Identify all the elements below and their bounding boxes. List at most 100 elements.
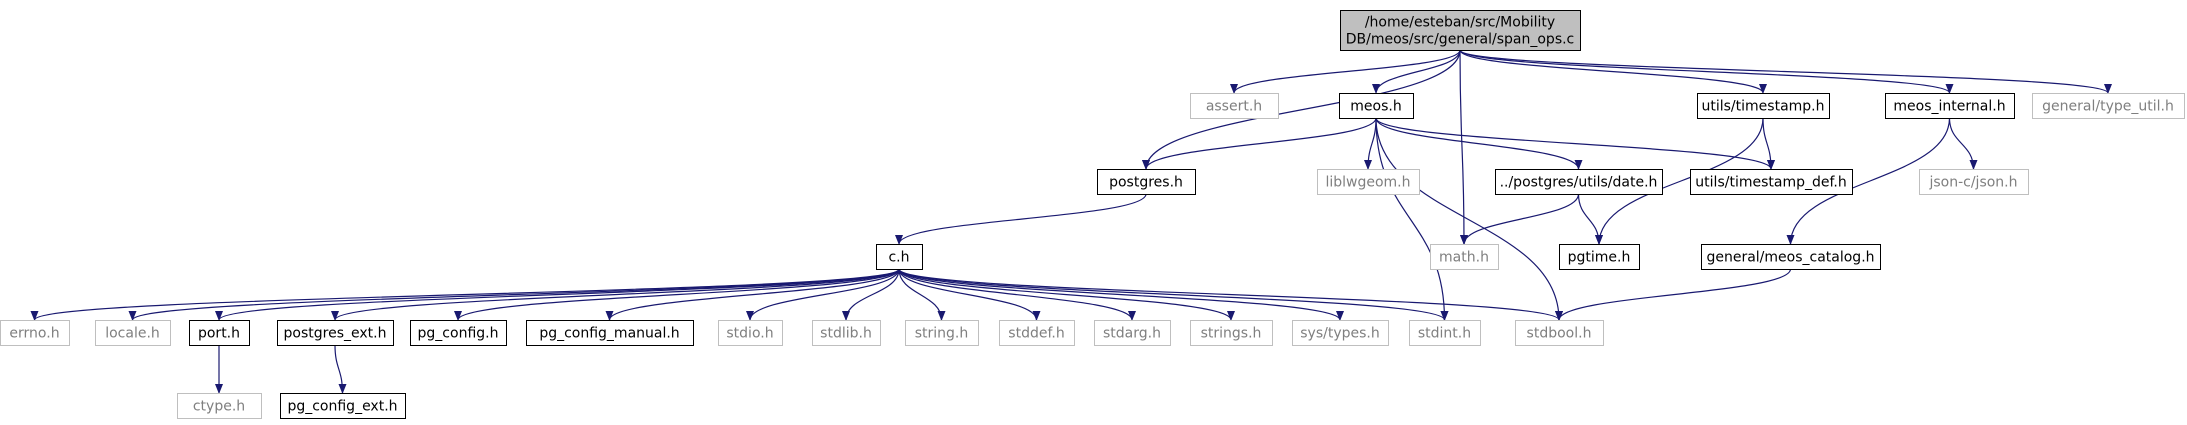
node-meos_h[interactable]: meos.h [1339,93,1414,119]
node-stddef_h: stddef.h [999,320,1075,346]
node-box [280,393,406,419]
node-box [1690,169,1853,195]
edge-meos_h-to-stdbool_h [1375,117,1563,321]
node-label: pgtime.h [1568,250,1631,266]
node-box [1339,93,1414,119]
node-label: stdlib.h [820,326,872,342]
node-box [1495,169,1663,195]
node-box [718,320,783,346]
node-strings_h: strings.h [1190,320,1273,346]
node-box [1697,93,1830,119]
edge-root-to-meos_h [1372,49,1461,94]
edge-general_meos_catalog_h-to-stdbool_h [1555,268,1792,321]
node-assert_h: assert.h [1190,93,1279,119]
node-box [277,320,394,346]
node-box [1317,169,1420,195]
edge-postgres_ext_h-to-pg_config_ext_h [334,344,347,394]
node-box [1430,244,1499,270]
edge-postgres_utils_date_h-to-math_h [1460,193,1580,245]
edge-c_h-to-stdbool_h [898,268,1563,321]
edge-meos_internal_h-to-json_c_json_h [1948,117,1978,170]
node-pgtime_h[interactable]: pgtime.h [1559,244,1640,270]
edge-meos_h-to-stdint_h [1375,117,1449,321]
node-box [2032,93,2185,119]
node-label: json-c/json.h [1928,175,2017,191]
node-stdint_h: stdint.h [1409,320,1481,346]
edge-meos_h-to-postgres_h [1142,117,1377,170]
node-pg_config_manual_h[interactable]: pg_config_manual.h [526,320,694,346]
edge-root-to-postgres_h [1142,49,1461,170]
node-label: sys/types.h [1300,326,1379,342]
edge-root-to-utils_timestamp_h [1459,49,1767,94]
edge-c_h-to-errno_h [30,268,900,321]
node-stdio_h: stdio.h [718,320,783,346]
node-box [410,320,507,346]
node-postgres_utils_date_h[interactable]: ../postgres/utils/date.h [1495,169,1663,195]
node-label: DB/meos/src/general/span_ops.c [1346,32,1575,48]
node-box [1919,169,2029,195]
node-general_meos_catalog_h[interactable]: general/meos_catalog.h [1701,244,1881,270]
node-box [1701,244,1881,270]
node-label: pg_config_ext.h [287,399,397,415]
node-box [812,320,881,346]
node-locale_h: locale.h [95,320,171,346]
edge-utils_timestamp_h-to-utils_timestamp_def_h [1762,117,1775,170]
node-box [1292,320,1389,346]
node-errno_h: errno.h [0,320,70,346]
edge-c_h-to-postgres_ext_h [331,268,900,321]
node-label: liblwgeom.h [1325,175,1410,191]
node-label: stddef.h [1008,326,1064,342]
node-label: math.h [1439,250,1489,266]
node-label: stdarg.h [1103,326,1161,342]
node-box [1190,93,1279,119]
node-box [189,320,250,346]
node-label: pg_config.h [418,326,499,342]
edge-c_h-to-stdarg_h [898,268,1136,321]
edge-c_h-to-locale_h [128,268,900,321]
node-root[interactable]: /home/esteban/src/MobilityDB/meos/src/ge… [1340,10,1581,51]
edge-meos_h-to-postgres_utils_date_h [1375,117,1583,170]
node-postgres_ext_h[interactable]: postgres_ext.h [277,320,394,346]
node-label: general/type_util.h [2042,99,2174,115]
edge-root-to-meos_internal_h [1459,49,1954,94]
node-label: utils/timestamp.h [1702,99,1825,115]
node-box [1190,320,1273,346]
node-label: utils/timestamp_def.h [1695,175,1846,191]
node-utils_timestamp_h[interactable]: utils/timestamp.h [1697,93,1830,119]
edge-root-to-general_type_util_h [1459,49,2112,94]
node-meos_internal_h[interactable]: meos_internal.h [1885,93,2015,119]
node-label: pg_config_manual.h [539,326,679,342]
edge-meos_internal_h-to-general_meos_catalog_h [1786,117,1951,245]
node-stdlib_h: stdlib.h [812,320,881,346]
node-label: ctype.h [193,399,245,415]
node-math_h: math.h [1430,244,1499,270]
node-general_type_util_h: general/type_util.h [2032,93,2185,119]
edge-c_h-to-stdlib_h [842,268,900,321]
edges-layer [30,49,2112,394]
node-box [1559,244,1640,270]
node-pg_config_h[interactable]: pg_config.h [410,320,507,346]
node-port_h[interactable]: port.h [189,320,250,346]
node-label: meos.h [1350,99,1401,115]
node-box [177,393,262,419]
node-box [876,244,923,270]
node-label: /home/esteban/src/Mobility [1365,15,1555,31]
node-utils_timestamp_def_h[interactable]: utils/timestamp_def.h [1690,169,1853,195]
node-pg_config_ext_h[interactable]: pg_config_ext.h [280,393,406,419]
node-c_h[interactable]: c.h [876,244,923,270]
edge-postgres_utils_date_h-to-pgtime_h [1577,193,1603,245]
node-label: strings.h [1201,326,1262,342]
node-postgres_h[interactable]: postgres.h [1097,169,1196,195]
node-label: port.h [198,326,240,342]
node-box [0,320,70,346]
node-string_h: string.h [905,320,979,346]
edge-c_h-to-string_h [898,268,946,321]
edge-c_h-to-stdint_h [898,268,1449,321]
node-label: string.h [915,326,969,342]
edge-root-to-assert_h [1230,49,1461,94]
node-label: postgres_ext.h [284,326,387,342]
nodes-layer: /home/esteban/src/MobilityDB/meos/src/ge… [0,10,2185,419]
node-box [1515,320,1604,346]
node-label: c.h [888,250,909,266]
